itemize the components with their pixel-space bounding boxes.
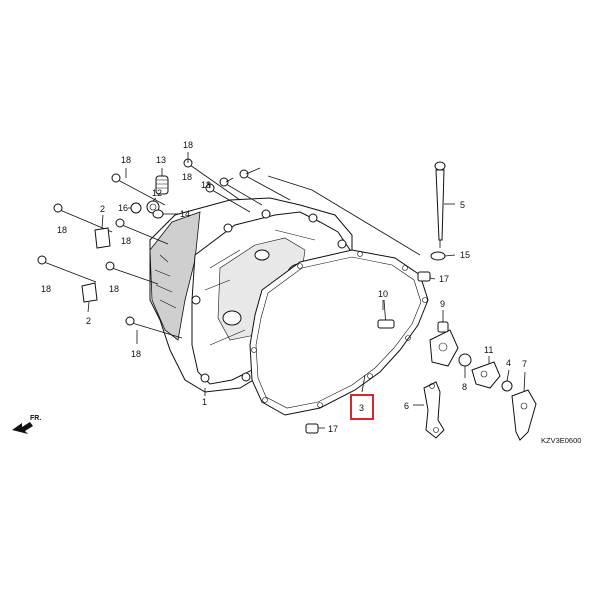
callout-4: 4	[506, 358, 511, 368]
callout-5: 5	[460, 200, 465, 210]
callout-18-i: 18	[131, 349, 141, 359]
shaft-10	[377, 299, 395, 329]
callout-14: 14	[180, 209, 190, 219]
bolt-6	[105, 261, 159, 285]
arm-6	[423, 381, 445, 439]
callout-18-g: 18	[41, 284, 51, 294]
bolts	[37, 158, 291, 339]
callout-8: 8	[462, 382, 467, 392]
collar-8	[458, 353, 472, 367]
oring-4	[501, 380, 513, 392]
callout-7: 7	[522, 359, 527, 369]
callout-13: 13	[156, 155, 166, 165]
front-arrow-icon	[12, 422, 33, 434]
callout-2-b: 2	[86, 316, 91, 326]
callout-18-f: 18	[121, 236, 131, 246]
dipstick-5	[434, 161, 446, 248]
dowel-17-upper	[417, 271, 431, 282]
callout-18-c: 18	[182, 172, 192, 182]
callout-16: 16	[118, 203, 128, 213]
highlight-box	[350, 394, 374, 420]
leader-lines	[87, 152, 526, 429]
callout-11: 11	[484, 345, 493, 355]
oring-14	[152, 209, 164, 219]
callout-18-h: 18	[109, 284, 119, 294]
bolt-7	[125, 316, 183, 339]
callout-18-d: 18	[201, 180, 211, 190]
plate-11	[471, 361, 501, 389]
front-direction-indicator: FR.	[12, 415, 41, 434]
callout-3: 3	[359, 403, 364, 413]
oring-15	[430, 251, 446, 261]
bolt-10	[239, 169, 291, 201]
callout-17-b: 17	[328, 424, 338, 434]
callout-18-e: 18	[57, 225, 67, 235]
callout-15: 15	[460, 250, 470, 260]
lever-9	[429, 321, 459, 367]
diagram-code: KZV3E0600	[541, 436, 581, 445]
callout-18-b: 18	[183, 140, 193, 150]
bolt-5	[37, 255, 97, 283]
dowel-17-lower	[305, 423, 319, 434]
gear-13	[155, 175, 169, 195]
arm-7	[511, 389, 537, 441]
callout-1: 1	[202, 397, 207, 407]
gasket	[249, 249, 429, 416]
bracket-2-upper	[94, 227, 111, 249]
bolt-2	[183, 158, 241, 201]
callout-12: 12	[152, 188, 162, 198]
bolt-9	[219, 177, 263, 206]
washer-16	[130, 202, 142, 214]
callout-2-a: 2	[100, 204, 105, 214]
bolt-1	[111, 173, 166, 206]
callout-9: 9	[440, 299, 445, 309]
bracket-2-lower	[81, 282, 98, 303]
callout-18-a: 18	[121, 155, 131, 165]
callout-17-a: 17	[439, 274, 449, 284]
callout-labels: 18 13 18 18 18 12 16 14 2 18 18 18 2 18 …	[41, 140, 527, 434]
front-label: FR.	[30, 415, 41, 422]
callout-6: 6	[404, 401, 409, 411]
callout-10: 10	[378, 289, 388, 299]
bolt-4	[115, 218, 169, 245]
